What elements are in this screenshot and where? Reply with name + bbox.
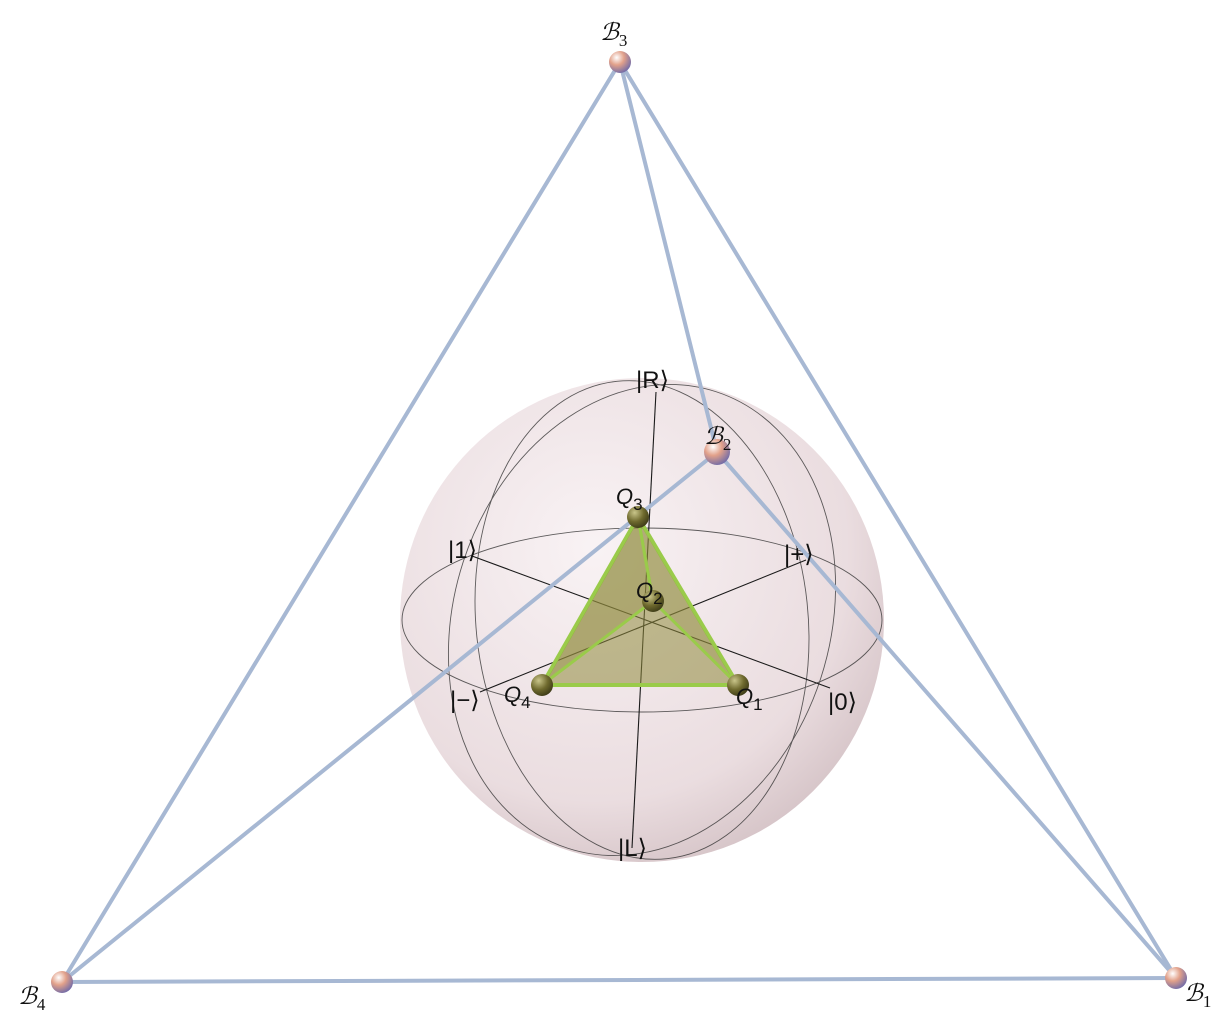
- ket-labels: |R⟩ |L⟩ |0⟩ |1⟩ |+⟩ |−⟩: [448, 367, 857, 862]
- label-B1: ℬ1: [1184, 981, 1211, 1011]
- edge-B3-B1: [618, 60, 1178, 980]
- label-B3: ℬ3: [600, 20, 627, 50]
- ball-Q1: [727, 674, 749, 696]
- ket-0-label: |0⟩: [828, 689, 857, 716]
- label-Q2: Q2: [636, 578, 663, 608]
- ket-L-label: |L⟩: [618, 835, 647, 862]
- ball-Q3: [627, 506, 649, 528]
- inner-vertex-labels: Q1 Q2 Q3 Q4: [504, 484, 763, 714]
- edge-B3-B2: [618, 60, 719, 454]
- label-B4: ℬ4: [18, 984, 46, 1014]
- face-Q1-Q2-Q3: [636, 515, 740, 687]
- ball-B1: [1165, 967, 1187, 989]
- ket-R-label: |R⟩: [636, 367, 669, 394]
- outer-vertex-labels: ℬ1 ℬ2 ℬ3 ℬ4: [18, 20, 1211, 1014]
- ket-plus-label: |+⟩: [784, 541, 814, 568]
- label-Q4: Q4: [504, 682, 531, 712]
- ket-1-label: |1⟩: [448, 537, 477, 564]
- edge-B3-B4: [60, 60, 622, 984]
- ball-B4: [51, 971, 73, 993]
- label-Q1: Q1: [736, 684, 763, 714]
- meridian-line-2: [447, 384, 837, 856]
- edge-B4-B1: [60, 976, 1178, 984]
- ball-Q4: [531, 674, 553, 696]
- edge-B2-B4: [60, 450, 719, 984]
- ball-B2: [704, 439, 730, 465]
- inner-tetrahedron: [540, 515, 740, 687]
- label-Q3: Q3: [616, 484, 643, 514]
- ket-minus-label: |−⟩: [450, 687, 480, 714]
- outer-vertex-balls: [51, 51, 1187, 993]
- ball-B3: [609, 51, 631, 73]
- meridian-line-1: [474, 380, 810, 860]
- inner-vertex-balls: [531, 506, 749, 696]
- outer-tetrahedron: [60, 60, 1178, 984]
- edge-B2-B1: [715, 450, 1178, 980]
- ball-Q2: [642, 590, 664, 612]
- label-B2: ℬ2: [704, 424, 731, 454]
